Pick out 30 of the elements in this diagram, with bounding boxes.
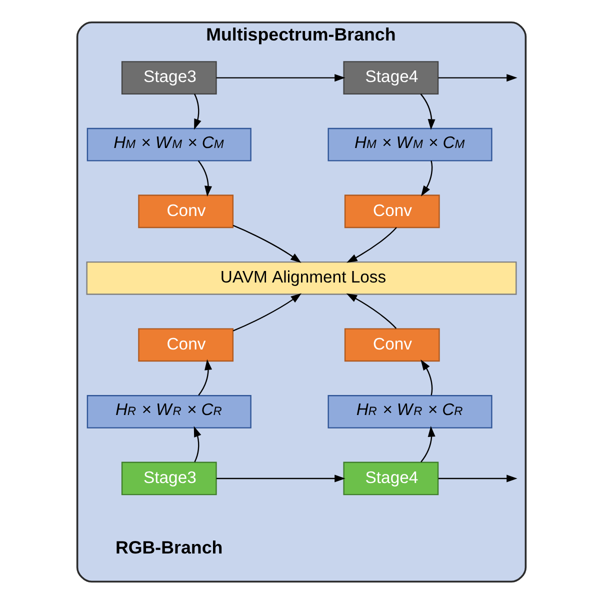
node-box: Stage4 xyxy=(343,61,439,94)
arrow xyxy=(420,360,433,396)
arrow xyxy=(232,224,302,263)
arrow xyxy=(420,426,436,462)
node-box: Stage3 xyxy=(121,462,217,496)
node-box: HR × WR × CR xyxy=(328,395,492,428)
node-box: HM × WM × CM xyxy=(86,128,252,162)
node-box: Stage3 xyxy=(121,61,217,94)
node-box: Conv xyxy=(344,194,440,228)
arrow xyxy=(438,474,518,482)
arrow xyxy=(420,160,433,196)
node-box: Conv xyxy=(138,328,234,362)
arrow xyxy=(232,293,302,332)
node-box: UAVM Alignment Loss xyxy=(86,261,517,295)
node-box: Conv xyxy=(138,194,234,228)
arrow xyxy=(438,74,518,82)
arrow xyxy=(198,160,212,197)
arrow xyxy=(420,94,436,130)
node-box: HM × WM × CM xyxy=(328,128,492,162)
node-box: Stage4 xyxy=(343,462,439,496)
arrow xyxy=(346,293,397,329)
arrow xyxy=(194,94,202,130)
node-box: HR × WR × CR xyxy=(86,395,252,428)
arrow xyxy=(194,426,202,462)
arrow xyxy=(346,227,397,263)
arrow xyxy=(216,74,346,82)
arrow xyxy=(198,359,212,396)
node-box: Conv xyxy=(344,328,440,362)
label: RGB-Branch xyxy=(115,538,223,558)
arrow xyxy=(216,474,346,482)
